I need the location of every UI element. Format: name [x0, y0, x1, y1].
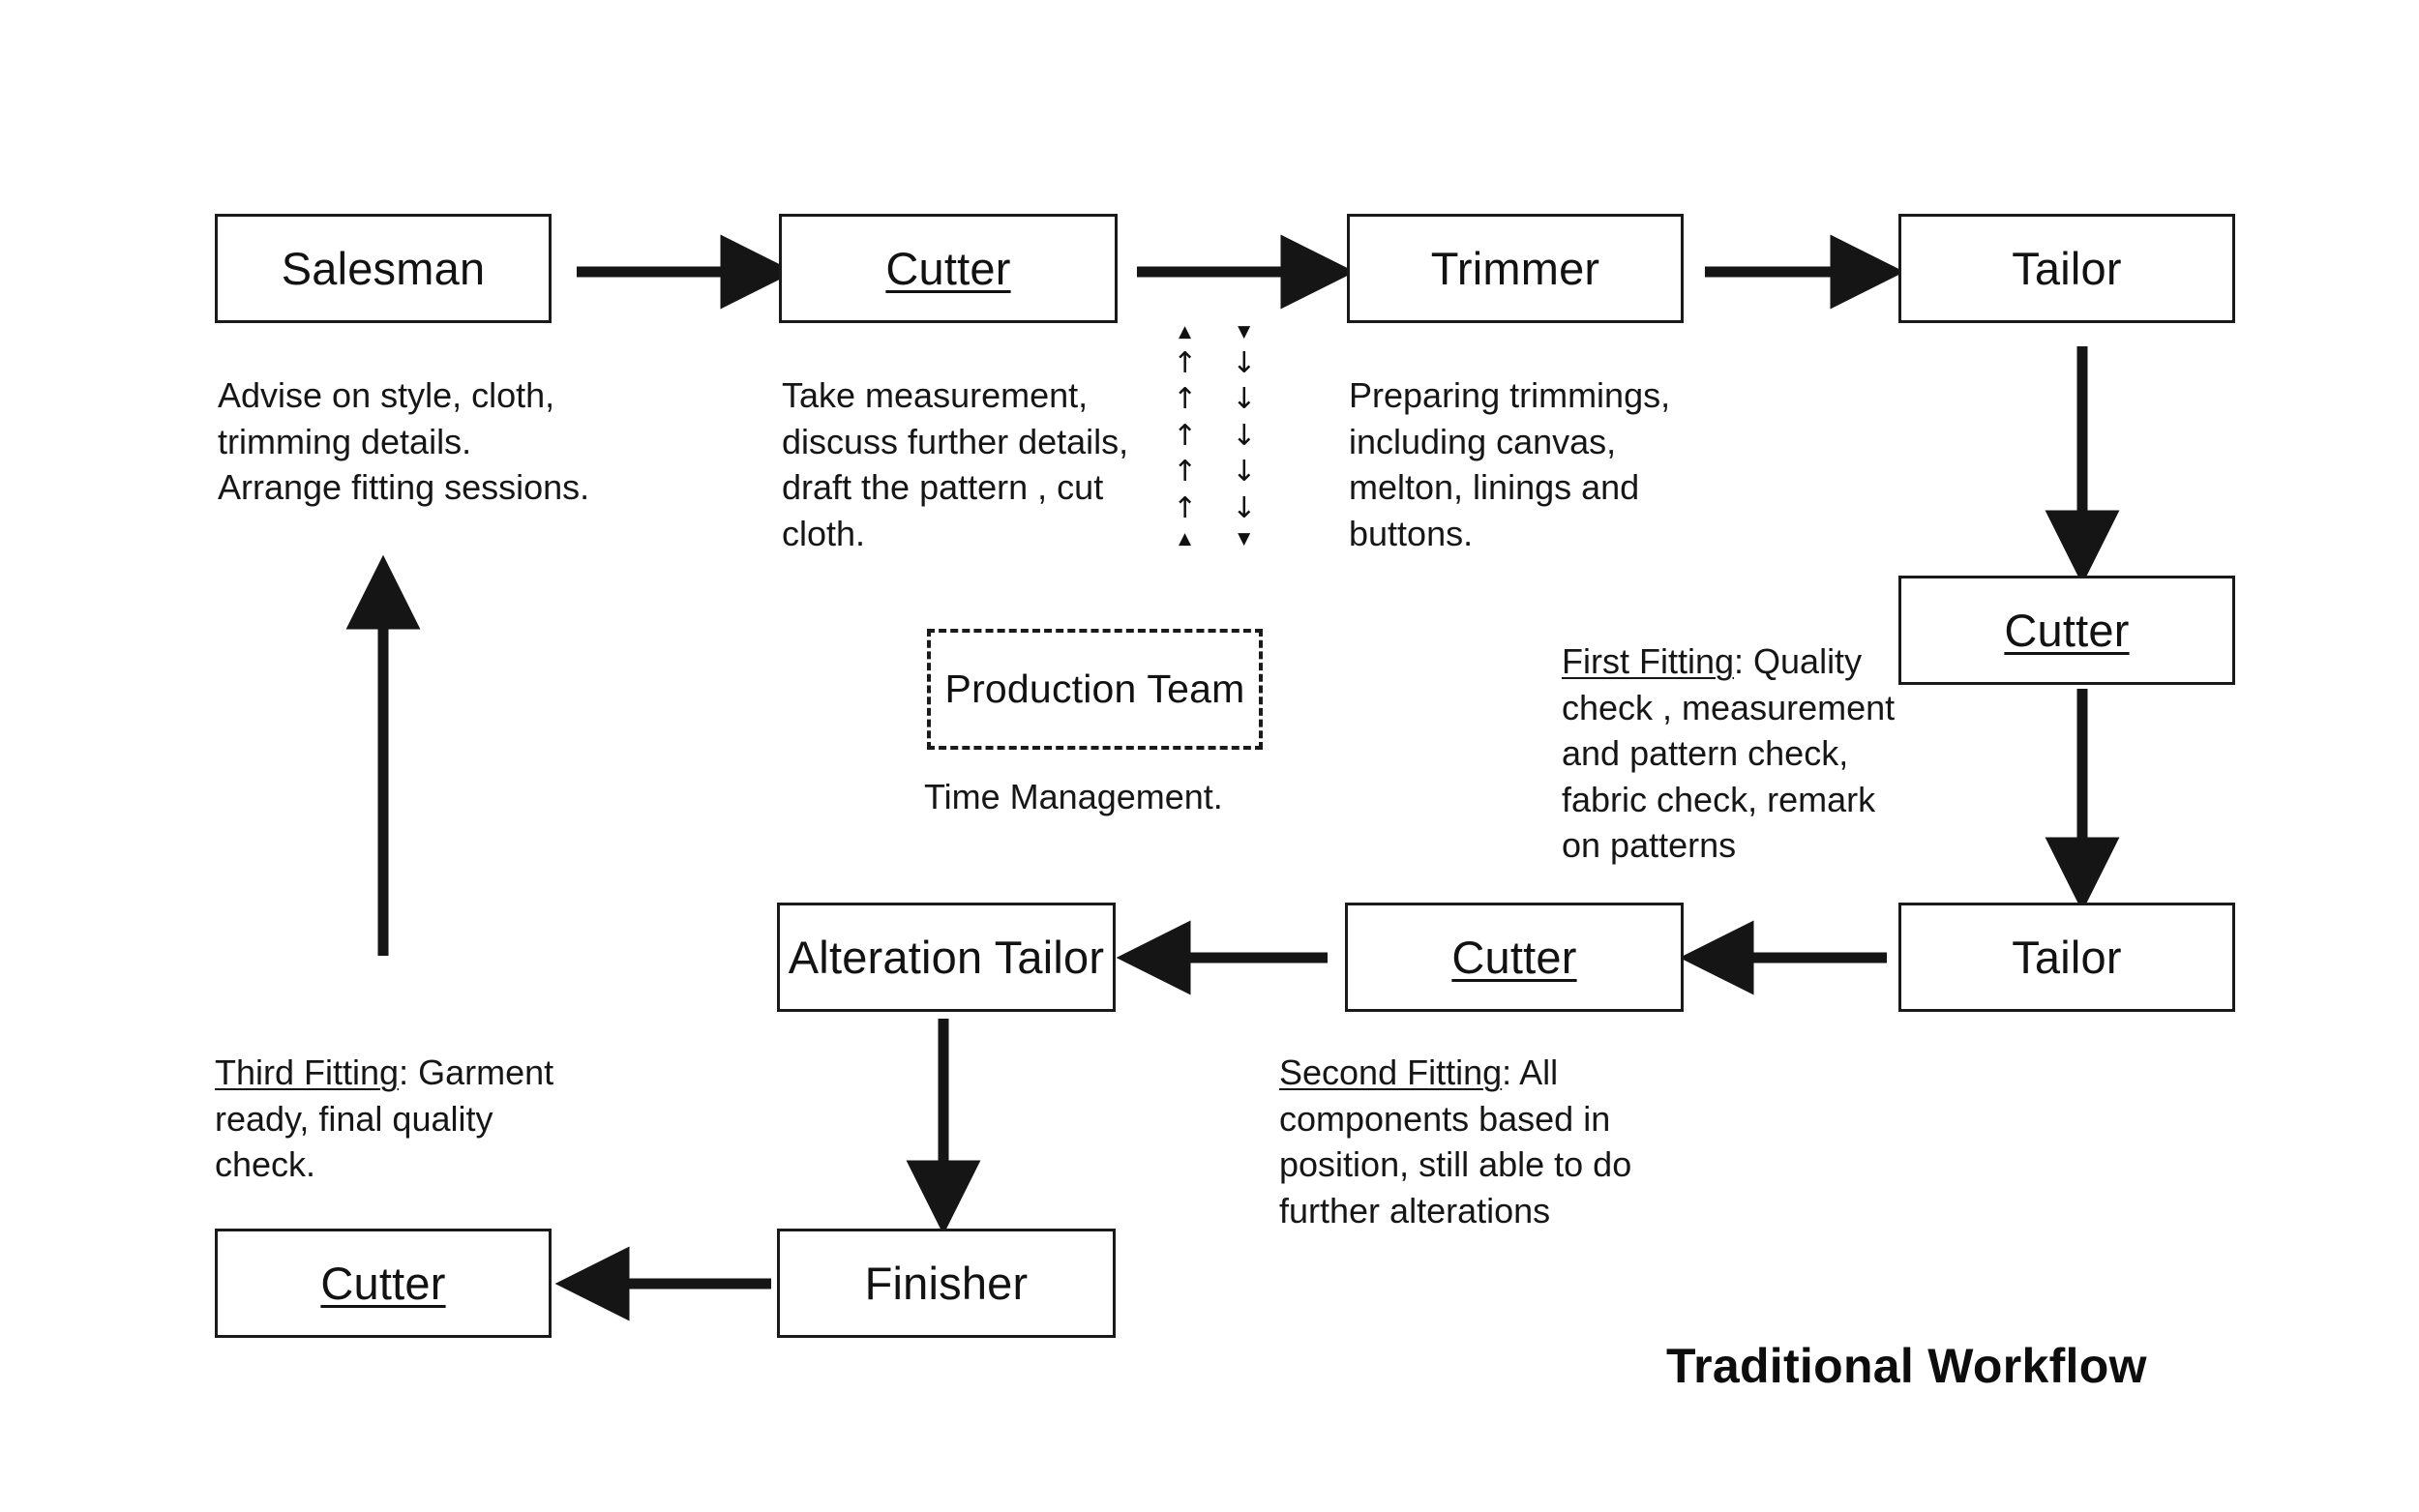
note-cutter-1: Take measurement, discuss further detail… [782, 375, 1129, 553]
exchange-down-column: ▼ ↓ ↓ ↓ ↓ ↓ ▼ [1232, 322, 1257, 548]
node-label: Cutter [2004, 605, 2130, 656]
arrow-up-icon: ↑ [1173, 491, 1198, 525]
production-exchange-arrows: ▲ ↑ ↑ ↑ ↑ ↑ ▲ ▼ ↓ ↓ ↓ ↓ ↓ ▼ [1173, 322, 1257, 548]
note-trimmer: Preparing trimmings, including canvas, m… [1349, 375, 1671, 553]
arrow-down-icon: ↓ [1232, 418, 1257, 453]
node-cutter-4[interactable]: Cutter [215, 1229, 552, 1338]
arrow-down-icon: ↓ [1232, 382, 1257, 417]
arrow-down-icon: ▼ [1238, 528, 1251, 548]
arrow-up-icon: ▲ [1179, 528, 1192, 548]
note-third-fitting-body: : Garment ready, final quality check. [215, 1052, 554, 1185]
node-production-team[interactable]: Production Team [927, 629, 1263, 750]
node-label: Tailor [2012, 243, 2122, 294]
arrow-up-icon: ↑ [1173, 418, 1198, 453]
note-salesman: Advise on style, cloth, trimming details… [218, 375, 590, 508]
note-production-team: Time Management. [924, 777, 1223, 816]
note-second-fitting: Second Fitting: All components based in … [1279, 1050, 1657, 1233]
node-cutter-3[interactable]: Cutter [1345, 903, 1684, 1012]
node-tailor-1[interactable]: Tailor [1898, 214, 2235, 323]
arrow-up-icon: ↑ [1173, 345, 1198, 380]
note-first-fitting: First Fitting: Quality check , measureme… [1562, 638, 1900, 869]
node-label: Tailor [2012, 932, 2122, 983]
arrow-down-icon: ↓ [1232, 455, 1257, 489]
page-title: Traditional Workflow [1666, 1339, 2147, 1393]
node-trimmer[interactable]: Trimmer [1347, 214, 1684, 323]
node-cutter-2[interactable]: Cutter [1898, 576, 2235, 685]
arrow-down-icon: ↓ [1232, 345, 1257, 380]
node-cutter-1[interactable]: Cutter [779, 214, 1118, 323]
arrow-down-icon: ↓ [1232, 491, 1257, 525]
node-label: Finisher [864, 1258, 1029, 1309]
node-label: Cutter [885, 243, 1011, 294]
note-first-fitting-lead: First Fitting [1562, 641, 1735, 681]
node-label: Salesman [281, 243, 486, 294]
arrow-up-icon: ▲ [1179, 322, 1192, 341]
exchange-up-column: ▲ ↑ ↑ ↑ ↑ ↑ ▲ [1173, 322, 1198, 548]
node-alteration-tailor[interactable]: Alteration Tailor [777, 903, 1116, 1012]
node-tailor-2[interactable]: Tailor [1898, 903, 2235, 1012]
node-finisher[interactable]: Finisher [777, 1229, 1116, 1338]
note-second-fitting-lead: Second Fitting [1279, 1052, 1503, 1092]
note-third-fitting-lead: Third Fitting [215, 1052, 400, 1092]
node-salesman[interactable]: Salesman [215, 214, 552, 323]
node-label: Trimmer [1430, 243, 1600, 294]
node-label: Production Team [944, 667, 1245, 711]
arrow-up-icon: ↑ [1173, 455, 1198, 489]
arrow-up-icon: ↑ [1173, 382, 1198, 417]
note-first-fitting-body: : Quality check , measurement and patter… [1562, 641, 1896, 866]
note-third-fitting: Third Fitting: Garment ready, final qual… [215, 1050, 582, 1188]
node-label: Alteration Tailor [788, 932, 1105, 983]
note-second-fitting-body: : All components based in position, stil… [1279, 1052, 1632, 1230]
arrow-down-icon: ▼ [1238, 322, 1251, 341]
node-label: Cutter [320, 1258, 446, 1309]
node-label: Cutter [1451, 932, 1577, 983]
